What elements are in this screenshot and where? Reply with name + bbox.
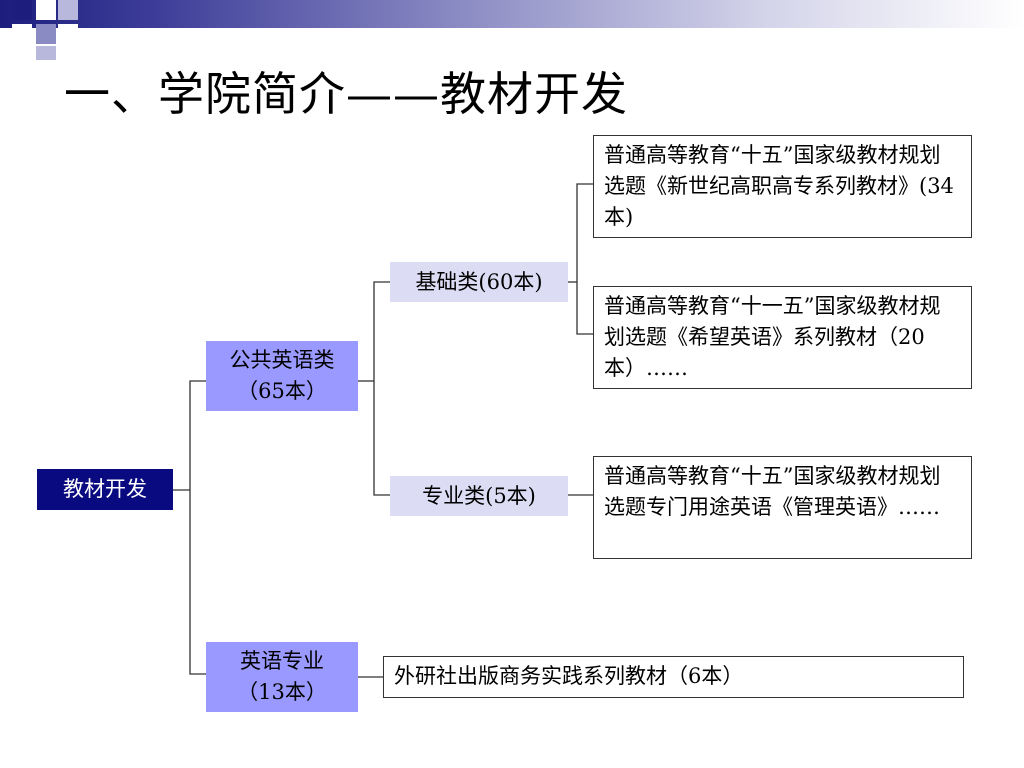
leaf-major-1: 外研社出版商务实践系列教材（6本） bbox=[383, 656, 964, 698]
header-gradient-bar bbox=[0, 0, 1024, 28]
branch-public-english: 公共英语类 （65本） bbox=[206, 341, 358, 411]
branch-label-line2: （13本） bbox=[237, 680, 327, 704]
decor-square bbox=[58, 0, 78, 20]
root-node: 教材开发 bbox=[37, 469, 173, 510]
decor-square bbox=[36, 0, 56, 20]
branch-english-major: 英语专业 （13本） bbox=[206, 642, 358, 712]
category-basic: 基础类(60本) bbox=[390, 262, 568, 302]
leaf-text: 普通高等教育“十五”国家级教材规划选题专门用途英语《管理英语》…… bbox=[604, 464, 941, 519]
slide-title: 一、学院简介——教材开发 bbox=[64, 67, 628, 121]
decor-square bbox=[36, 24, 56, 44]
category-label: 专业类(5本) bbox=[422, 483, 536, 508]
root-label: 教材开发 bbox=[63, 477, 147, 501]
decor-square bbox=[58, 24, 78, 44]
branch-label-line1: 英语专业 bbox=[240, 649, 324, 673]
category-professional: 专业类(5本) bbox=[390, 476, 568, 516]
branch-label-line1: 公共英语类 bbox=[229, 348, 335, 372]
leaf-basic-1: 普通高等教育“十五”国家级教材规划选题《新世纪高职高专系列教材》(34本) bbox=[593, 135, 972, 238]
decor-square bbox=[12, 0, 32, 20]
decor-square bbox=[36, 46, 56, 60]
leaf-basic-2: 普通高等教育“十一五”国家级教材规划选题《希望英语》系列教材（20本）…… bbox=[593, 286, 972, 389]
leaf-professional-1: 普通高等教育“十五”国家级教材规划选题专门用途英语《管理英语》…… bbox=[593, 456, 972, 559]
leaf-text: 普通高等教育“十一五”国家级教材规划选题《希望英语》系列教材（20本）…… bbox=[604, 294, 941, 380]
branch-label-line2: （65本） bbox=[237, 379, 327, 403]
leaf-text: 普通高等教育“十五”国家级教材规划选题《新世纪高职高专系列教材》(34本) bbox=[604, 143, 954, 229]
category-label: 基础类(60本) bbox=[415, 269, 543, 294]
leaf-text: 外研社出版商务实践系列教材（6本） bbox=[394, 664, 744, 688]
decor-square bbox=[12, 24, 32, 44]
